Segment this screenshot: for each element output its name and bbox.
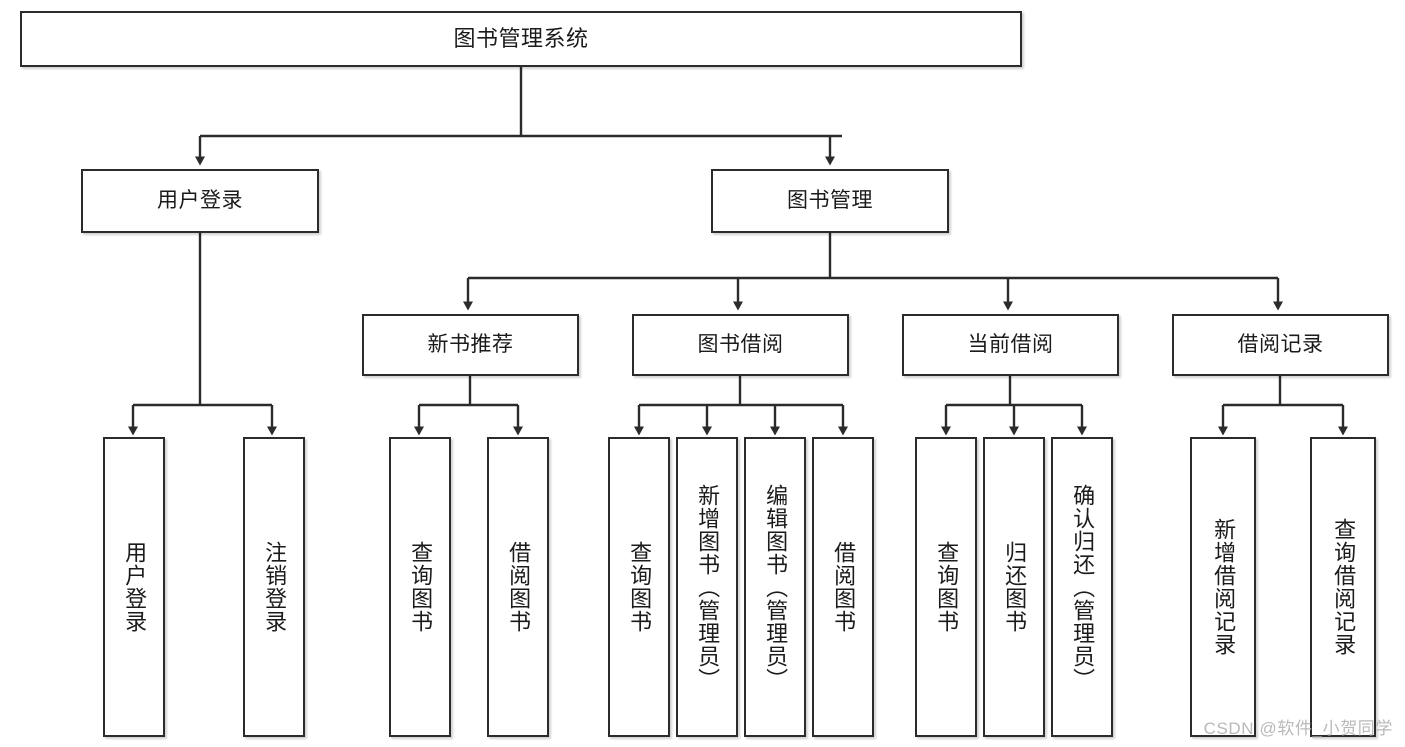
node-label: 确认归还（管理员） [1070, 483, 1096, 691]
edges-userlogin-to-leaves [128, 233, 277, 436]
leaf-logout[interactable]: 注销登录 [243, 437, 305, 737]
edges-root-to-level2 [195, 67, 842, 166]
node-label: 查询图书 [627, 541, 653, 633]
node-label: 新增图书（管理员） [695, 483, 721, 691]
leaf-query-books-borrow[interactable]: 查询图书 [608, 437, 670, 737]
leaf-edit-book-admin[interactable]: 编辑图书（管理员） [744, 437, 806, 737]
leaf-query-books-current[interactable]: 查询图书 [915, 437, 977, 737]
node-label: 注销登录 [262, 541, 288, 633]
leaf-return-books[interactable]: 归还图书 [983, 437, 1045, 737]
leaf-add-book-admin[interactable]: 新增图书（管理员） [676, 437, 738, 737]
node-label: 图书管理 [787, 189, 873, 213]
node-label: 借阅图书 [831, 541, 857, 633]
edges-borrow-to-leaves [634, 376, 848, 436]
node-borrow-records[interactable]: 借阅记录 [1172, 314, 1389, 376]
node-current-borrow[interactable]: 当前借阅 [902, 314, 1119, 376]
node-user-login[interactable]: 用户登录 [81, 169, 319, 233]
edges-newbooks-to-leaves [414, 376, 523, 436]
leaf-query-borrow-record[interactable]: 查询借阅记录 [1310, 437, 1376, 737]
node-new-book-recommend[interactable]: 新书推荐 [362, 314, 579, 376]
csdn-watermark: CSDN @软件_小贺同学 [1203, 719, 1393, 738]
node-label: 图书管理系统 [453, 25, 589, 51]
edges-current-to-leaves [941, 376, 1087, 436]
node-label: 编辑图书（管理员） [763, 483, 789, 691]
node-label: 归还图书 [1002, 541, 1028, 633]
node-label: 新书推荐 [427, 333, 514, 357]
node-label: 借阅图书 [506, 541, 532, 633]
node-label: 用户登录 [122, 541, 148, 633]
edges-records-to-leaves [1218, 376, 1348, 436]
node-book-borrow[interactable]: 图书借阅 [632, 314, 849, 376]
node-label: 新增借阅记录 [1211, 518, 1237, 656]
leaf-borrow-books-recommend[interactable]: 借阅图书 [487, 437, 549, 737]
leaf-add-borrow-record[interactable]: 新增借阅记录 [1190, 437, 1256, 737]
node-label: 当前借阅 [967, 333, 1054, 357]
leaf-query-books-recommend[interactable]: 查询图书 [389, 437, 451, 737]
node-label: 查询图书 [934, 541, 960, 633]
node-root-system[interactable]: 图书管理系统 [20, 11, 1022, 67]
edges-bookmgmt-to-level3 [463, 233, 1283, 311]
node-label: 查询图书 [408, 541, 434, 633]
leaf-borrow-books[interactable]: 借阅图书 [812, 437, 874, 737]
node-label: 查询借阅记录 [1331, 518, 1357, 656]
leaf-confirm-return-admin[interactable]: 确认归还（管理员） [1051, 437, 1113, 737]
node-label: 用户登录 [157, 189, 243, 213]
leaf-user-login[interactable]: 用户登录 [103, 437, 165, 737]
node-label: 借阅记录 [1237, 333, 1324, 357]
node-label: 图书借阅 [697, 333, 784, 357]
node-book-management[interactable]: 图书管理 [711, 169, 949, 233]
